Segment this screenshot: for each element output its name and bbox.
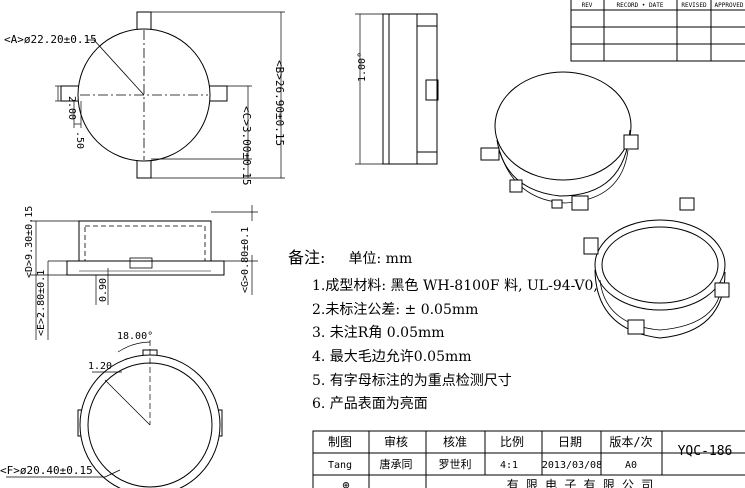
tb-value-approver: 罗世利 [439,458,472,471]
notes-unit: 单位: mm [348,251,413,267]
note-item-4: 4. 最大毛边允许0.05mm [312,349,472,365]
tab-bottom [136,158,152,179]
dim-side-angle: 1.00° [357,52,368,82]
tb-header-date: 日期 [558,435,582,449]
tb-header-version: 版本/次 [609,435,652,449]
dim-a-diameter: <A>ø22.20±0.15 [4,33,97,46]
dim-g-slot: <G>0.80±0.1 [240,227,251,293]
front-view: <D>9.30±0.15 <E>2.80±0.1 0.90 <G>0.80±0.… [24,205,258,340]
revised-header: REVISED [681,2,707,9]
iso-view-ring [583,197,730,339]
tb-value-version: A0 [625,460,637,471]
rev-header: REV [582,2,593,9]
dim-b-height: <B>26.90±0.15 [273,60,286,146]
approved-header: APPROVED [715,2,744,9]
dim-tab-depth: .50 [74,131,85,149]
dim-tab-width: 2.00 [66,96,77,120]
note-item-5: 5. 有字母标注的为重点检测尺寸 [312,373,512,389]
tab-top [136,11,152,32]
dim-e-inner: <E>2.80±0.1 [36,270,47,336]
dim-d-height: <D>9.30±0.15 [24,206,35,278]
notes-heading: 备注: 单位: mm [288,244,430,268]
tb-header-approver: 核准 [443,435,467,449]
dim-wall-thickness: 0.90 [98,278,109,302]
note-item-3: 3. 未注R角 0.05mm [312,325,445,341]
iso-view-cap [480,71,639,211]
dim-c-offset: <C>3.00±0.15 [240,106,253,185]
note-item-2: 2.未标注公差: ± 0.05mm [312,302,479,318]
dim-angle: 18.00° [117,331,153,342]
title-block: 制图 审核 核准 比例 日期 版本/次 Tang 唐承同 罗世利 4:1 201… [312,430,745,488]
part-number: YQC-186 [678,444,733,459]
bottom-view: 18.00° 1.20 <F>ø20.40±0.15 [0,331,223,488]
record-date-header: RECORD • DATE [617,2,664,9]
tb-value-scale: 4:1 [500,460,518,471]
tb-value-date: 2013/03/08 [542,460,602,471]
dim-f-diameter: <F>ø20.40±0.15 [0,464,93,477]
top-view: <A>ø22.20±0.15 2.00 .50 <B>26.90±0.15 <C… [4,11,286,185]
tb-header-scale: 比例 [500,435,524,449]
projection-symbol: ⊕ [342,478,349,488]
tb-value-drafter: Tang [328,460,352,471]
dim-chamfer: 1.20 [88,361,112,372]
tb-value-reviewer: 唐承同 [380,457,413,471]
tb-header-drafter: 制图 [328,435,352,449]
revision-table: REV RECORD • DATE REVISED APPROVED [570,0,745,62]
note-item-6: 6. 产品表面为亮面 [312,396,428,412]
tb-header-reviewer: 审核 [384,434,408,449]
notes-title: 备注: [288,248,326,267]
note-item-1: 1.成型材料: 黑色 WH-8100F 料, UL-94-V0, [312,278,598,294]
side-view: 1.00° [355,13,439,165]
company-name: 有 限 电 子 有 限 公 司 [507,478,654,488]
